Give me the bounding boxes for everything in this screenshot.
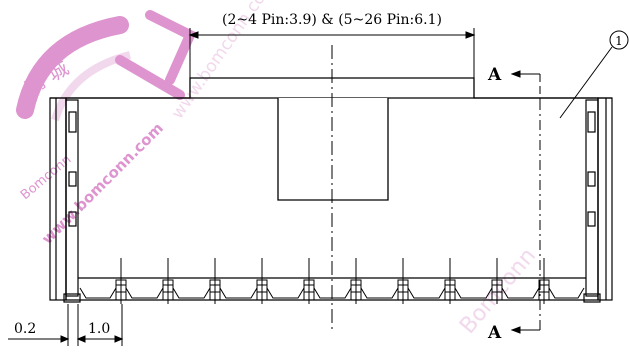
dim-left-small: 0.2 — [14, 321, 36, 337]
callout-balloon: 1 — [559, 30, 629, 119]
dim-pitch: 1.0 — [88, 321, 110, 337]
right-latch — [583, 97, 613, 303]
pin — [303, 258, 352, 304]
pin — [209, 258, 258, 304]
watermark-glyph — [115, 10, 197, 100]
pin — [491, 258, 540, 304]
section-arrow-top — [510, 70, 541, 100]
section-label-top: A — [487, 65, 502, 85]
pin-row — [79, 258, 585, 304]
pin — [538, 258, 550, 304]
pin — [256, 258, 305, 304]
pin-edge-left — [79, 287, 117, 299]
bottom-dimensions — [8, 304, 124, 346]
left-latch — [49, 97, 81, 303]
pin — [350, 258, 399, 304]
callout-number: 1 — [615, 34, 623, 48]
watermark-arc — [16, 16, 129, 119]
section-label-bottom: A — [487, 323, 502, 343]
pin — [162, 258, 211, 304]
section-arrow-bottom — [510, 326, 540, 334]
pin — [444, 258, 493, 304]
center-slot — [277, 98, 389, 201]
watermark-url-text: www.bomconn.com — [38, 119, 167, 248]
pin — [397, 258, 446, 304]
pin-edge-right — [548, 287, 585, 299]
top-dimension-label: (2~4 Pin:3.9) & (5~26 Pin:6.1) — [222, 12, 442, 28]
top-dimension — [188, 28, 476, 78]
pin — [115, 258, 164, 304]
